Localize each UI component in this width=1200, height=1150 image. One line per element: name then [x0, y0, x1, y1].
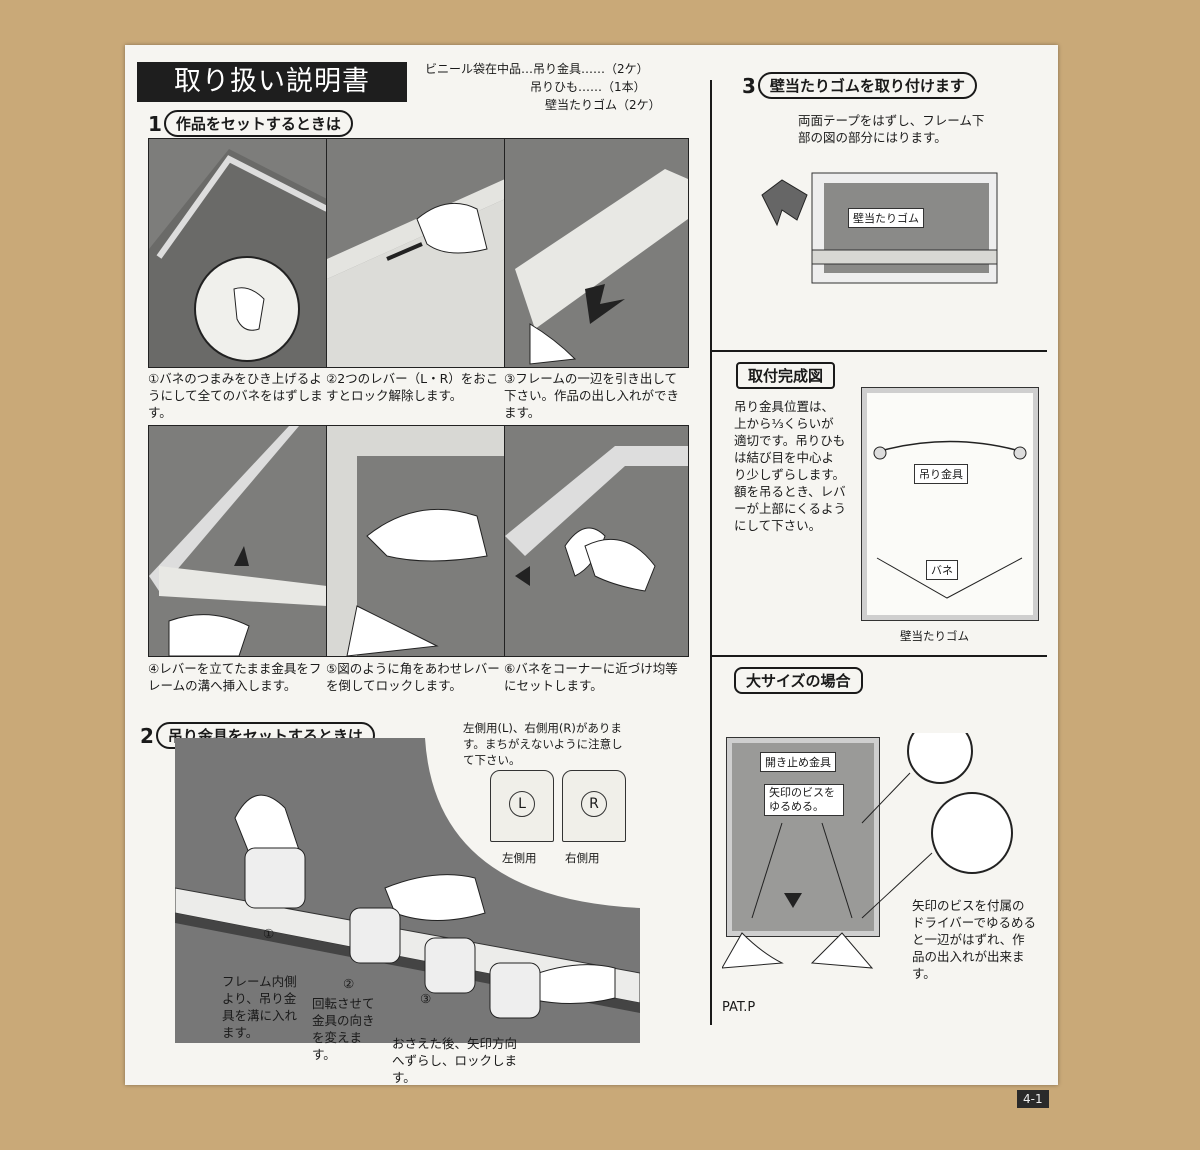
lr-note: 左側用(L)、右側用(R)があります。まちがえないように注意して下さい。: [463, 721, 623, 767]
hook-step-3-text: おさえた後、矢印方向へずらし、ロックします。: [392, 1036, 518, 1085]
lever-hand-drawing: [327, 179, 505, 367]
step-3-caption: ③フレームの一辺を引き出して下さい。作品の出し入れができます。: [504, 371, 680, 420]
column-divider: [710, 80, 712, 1025]
large-frame-diagram: [726, 737, 880, 937]
left-hook-label: 左側用: [502, 851, 537, 865]
frame-pull-drawing: [515, 169, 688, 365]
manual-title: 取り扱い説明書: [137, 62, 407, 102]
left-hook-icon: L: [490, 770, 554, 842]
contents-line-3: 壁当たりゴム（2ケ）: [545, 98, 661, 112]
divider-2: [712, 655, 1047, 657]
left-hook-letter: L: [509, 791, 535, 817]
step-5-caption: ⑤図のように角をあわせレバーを倒してロックします。: [326, 661, 500, 693]
divider-1: [712, 350, 1047, 352]
hook-setup-illustration: [175, 738, 640, 1043]
large-title: 大サイズの場合: [734, 667, 863, 694]
hook-step-3-marker: ③: [420, 991, 432, 1006]
step-4-illustration: [148, 425, 328, 657]
step-4-caption: ④レバーを立てたまま金具をフレームの溝へ挿入します。: [148, 661, 322, 693]
complete-title: 取付完成図: [736, 362, 836, 389]
section-1-title: 作品をセットするときは: [163, 110, 353, 137]
section-3-text: 両面テープをはずし、フレーム下部の図の部分にはります。: [798, 113, 985, 145]
step-6-caption: ⑥バネをコーナーに近づけ均等にセットします。: [504, 661, 678, 693]
section-1-number: 1: [148, 111, 162, 136]
complete-wires: [873, 440, 1027, 599]
section-3-title: 壁当たりゴムを取り付けます: [757, 72, 977, 99]
lever-insert-drawing: [149, 426, 327, 656]
screw-label: 矢印のビスをゆるめる。: [764, 784, 844, 816]
step-2-illustration: [326, 138, 506, 368]
right-hook-label: 右側用: [565, 851, 600, 865]
spring-label: バネ: [926, 560, 958, 580]
corner-lock-drawing: [327, 426, 505, 656]
step-1-caption: ①バネのつまみをひき上げるようにして全てのバネをはずします。: [148, 371, 323, 420]
step-2-caption: ②2つのレバー（L・R）をおこすとロック解除します。: [326, 371, 499, 403]
hook-step-1-text: フレーム内側より、吊り金具を溝に入れます。: [222, 974, 298, 1040]
contents-line-1: ビニール袋在中品…吊り金具……（2ケ）: [425, 62, 649, 76]
large-detail-drawings: [722, 733, 1013, 969]
page-tag: 4-1: [1017, 1090, 1049, 1108]
section-3-number: 3: [742, 73, 756, 98]
stopper-label: 開き止め金具: [760, 752, 836, 772]
hook-step-2-text: 回転させて金具の向きを変えます。: [312, 996, 375, 1062]
hook-step-2-marker: ②: [343, 976, 355, 991]
complete-heading: 取付完成図: [736, 362, 836, 389]
step-1-illustration: [148, 138, 328, 368]
rubber-complete-label: 壁当たりゴム: [900, 629, 969, 643]
frame-corner-drawing: [149, 149, 327, 367]
right-hook-letter: R: [581, 791, 607, 817]
large-heading: 大サイズの場合: [734, 667, 863, 694]
contents-line-2: 吊りひも……（1本）: [530, 80, 646, 94]
patent-label: PAT.P: [722, 1000, 756, 1015]
complete-text: 吊り金具位置は、上から⅓くらいが適切です。吊りひもは結び目を中心より少しずらしま…: [734, 399, 847, 533]
right-hook-icon: R: [562, 770, 626, 842]
section-2-number: 2: [140, 723, 154, 748]
large-text: 矢印のビスを付属のドライバーでゆるめると一辺がはずれ、作品の出入れが出来ます。: [912, 898, 1037, 981]
rubber-label: 壁当たりゴム: [848, 208, 924, 228]
complete-frame-diagram: [861, 387, 1039, 621]
step-3-illustration: [504, 138, 689, 368]
hook-step-1-marker: ①: [263, 926, 275, 941]
rubber-install-illustration: [761, 172, 998, 284]
step-6-illustration: [504, 425, 689, 657]
spring-set-drawing: [505, 446, 688, 592]
hook-label: 吊り金具: [914, 464, 968, 484]
step-5-illustration: [326, 425, 506, 657]
